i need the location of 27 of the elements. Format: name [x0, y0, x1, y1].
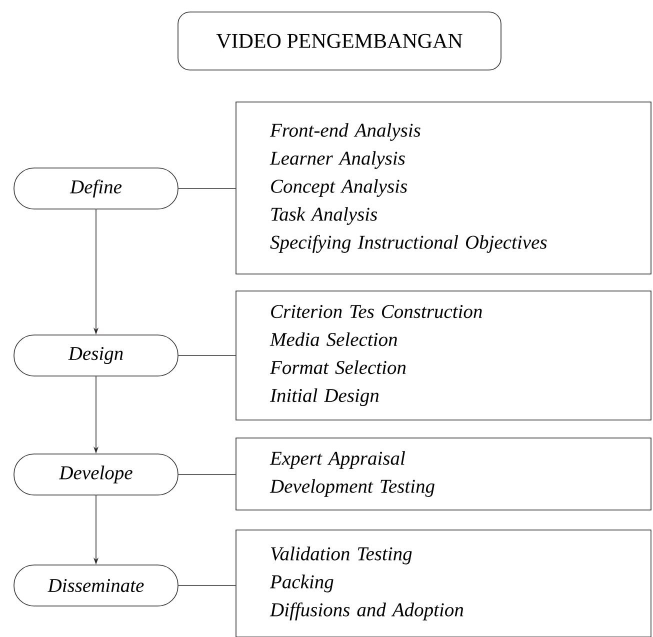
- activity-item: Media Selection: [270, 332, 397, 346]
- activity-item: Learner Analysis: [270, 151, 405, 169]
- activity-item: Expert Appraisal: [270, 451, 405, 469]
- activity-item: Front-end Analysis: [270, 123, 420, 141]
- activity-item: Criterion Tes Construction: [271, 304, 482, 318]
- activity-item: Packing: [270, 574, 334, 592]
- stage-pill: Design: [14, 334, 178, 376]
- connector-line: [178, 188, 236, 189]
- activity-item: Format Selection: [270, 360, 406, 374]
- connector-line: [178, 585, 236, 586]
- activity-box: [236, 102, 652, 274]
- activity-item: Specifying Instructional Objectives: [270, 234, 547, 253]
- stage-pill: Define: [14, 168, 178, 210]
- activity-item: Task Analysis: [271, 207, 378, 225]
- connector-line: [178, 474, 236, 475]
- stage-pill: Disseminate: [14, 564, 178, 606]
- title-box: VIDEO PENGEMBANGAN: [178, 12, 502, 70]
- activity-box: [236, 290, 652, 420]
- activity-item: Development Testing: [270, 479, 434, 497]
- activity-box: [236, 530, 652, 637]
- activity-item: Validation Testing: [271, 546, 412, 564]
- activity-item: Initial Design: [270, 388, 379, 406]
- activity-box: [236, 438, 652, 510]
- activity-item: Concept Analysis: [271, 179, 407, 197]
- connector-line: [178, 355, 236, 356]
- stage-pill: Develope: [14, 454, 178, 496]
- activity-item: Diffusions and Adoption: [270, 602, 464, 620]
